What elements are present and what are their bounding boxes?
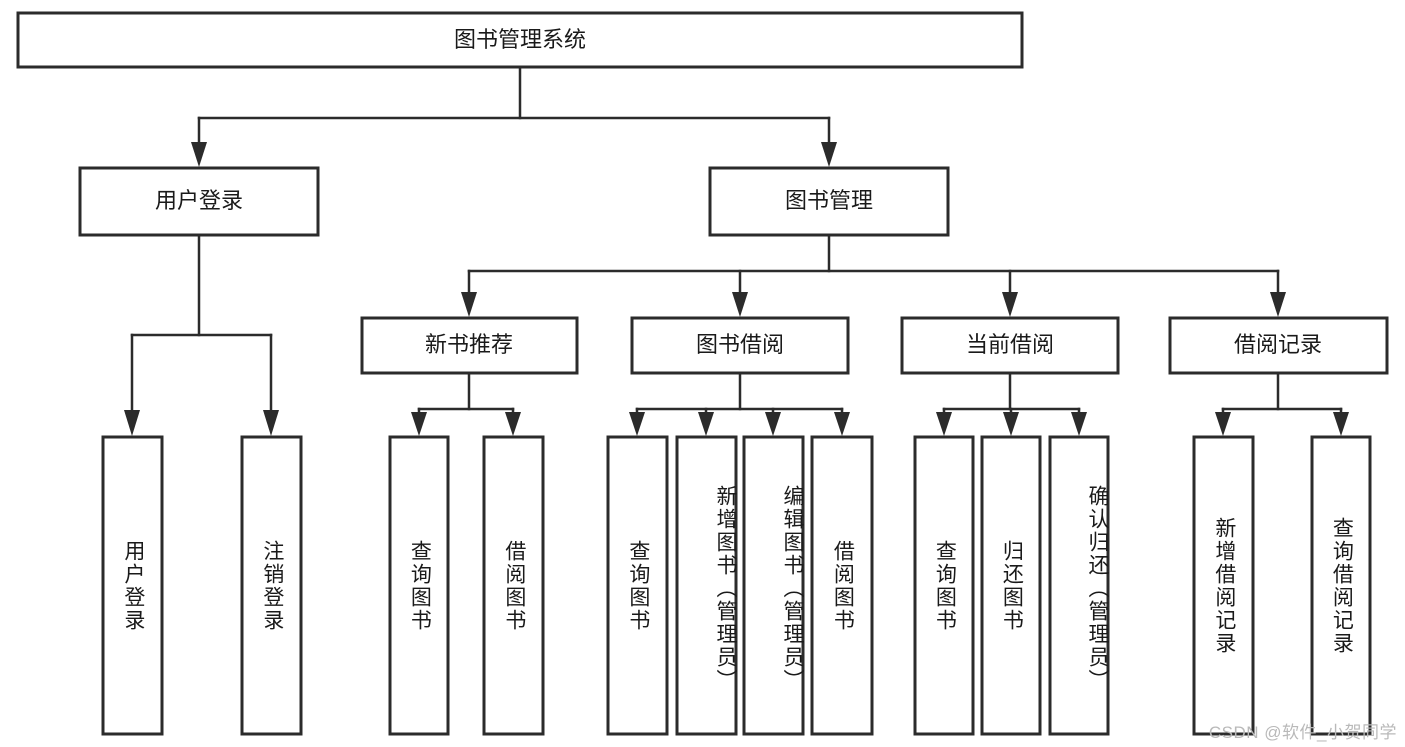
arrow-head-icon xyxy=(1333,412,1349,436)
arrow-head-icon xyxy=(732,292,748,317)
node-root-system[interactable]: 图书管理系统 xyxy=(16,11,1024,69)
leaf-box-query-book-current[interactable] xyxy=(913,435,975,736)
arrow-head-icon xyxy=(411,412,427,436)
arrow-head-icon xyxy=(936,412,952,436)
leaf-box-edit-book-admin[interactable] xyxy=(742,435,805,736)
node-book-management[interactable]: 图书管理 xyxy=(708,166,950,237)
connector-borrow-to-leaves xyxy=(629,371,850,436)
leaf-box-query-book-new[interactable] xyxy=(388,435,450,736)
leaf-box-add-book-admin[interactable] xyxy=(675,435,738,736)
arrow-head-icon xyxy=(1270,292,1286,317)
node-current-borrow-label: 当前借阅 xyxy=(966,332,1054,357)
arrow-head-icon xyxy=(834,412,850,436)
arrow-head-icon xyxy=(629,412,645,436)
leaf-box-query-borrow-record[interactable] xyxy=(1310,435,1372,736)
node-new-book-recommend-box[interactable] xyxy=(360,316,579,375)
leaf-box-query-book-borrow[interactable] xyxy=(606,435,669,736)
arrow-head-icon xyxy=(461,292,477,317)
arrow-head-icon xyxy=(505,412,521,436)
leaf-box-borrow-book[interactable] xyxy=(810,435,874,736)
node-user-login[interactable]: 用户登录 xyxy=(78,166,320,237)
csdn-watermark: CSDN @软件_小贺同学 xyxy=(1208,723,1397,742)
connector-record-to-leaves xyxy=(1215,371,1349,436)
arrow-head-icon xyxy=(821,142,837,167)
connector-userlogin-to-leaves xyxy=(124,233,279,436)
arrow-head-icon xyxy=(1002,292,1018,317)
leaf-box-logout[interactable] xyxy=(240,435,303,736)
node-borrow-record-label: 借阅记录 xyxy=(1234,332,1322,357)
connector-bookmgmt-to-level2 xyxy=(461,233,1286,317)
node-root-system-box[interactable] xyxy=(16,11,1024,69)
leaf-box-user-login[interactable] xyxy=(101,435,164,736)
connector-newbook-to-leaves xyxy=(411,371,521,436)
arrow-head-icon xyxy=(765,412,781,436)
arrow-head-icon xyxy=(191,142,207,167)
node-user-login-label: 用户登录 xyxy=(155,188,243,213)
leaf-boxes xyxy=(101,435,1372,736)
node-borrow-record[interactable]: 借阅记录 xyxy=(1168,316,1389,375)
node-new-book-recommend[interactable]: 新书推荐 xyxy=(360,316,579,375)
node-current-borrow[interactable]: 当前借阅 xyxy=(900,316,1120,375)
arrow-head-icon xyxy=(263,410,279,436)
node-book-management-label: 图书管理 xyxy=(785,188,873,213)
arrow-head-icon xyxy=(124,410,140,436)
arrow-head-icon xyxy=(698,412,714,436)
node-book-borrow-label: 图书借阅 xyxy=(696,332,784,357)
leaf-box-confirm-return-admin[interactable] xyxy=(1048,435,1110,736)
node-book-borrow-box[interactable] xyxy=(630,316,850,375)
arrow-head-icon xyxy=(1071,412,1087,436)
node-root-system-label: 图书管理系统 xyxy=(454,27,586,52)
node-new-book-recommend-label: 新书推荐 xyxy=(425,332,513,357)
arrow-head-icon xyxy=(1003,412,1019,436)
connector-current-to-leaves xyxy=(936,371,1087,436)
node-current-borrow-box[interactable] xyxy=(900,316,1120,375)
node-book-management-box[interactable] xyxy=(708,166,950,237)
node-borrow-record-box[interactable] xyxy=(1168,316,1389,375)
leaf-box-return-book[interactable] xyxy=(980,435,1042,736)
leaf-box-borrow-book-new[interactable] xyxy=(482,435,545,736)
connector-root-to-level1 xyxy=(191,65,837,167)
leaf-box-add-borrow-record[interactable] xyxy=(1192,435,1255,736)
node-user-login-box[interactable] xyxy=(78,166,320,237)
arrow-head-icon xyxy=(1215,412,1231,436)
node-book-borrow[interactable]: 图书借阅 xyxy=(630,316,850,375)
